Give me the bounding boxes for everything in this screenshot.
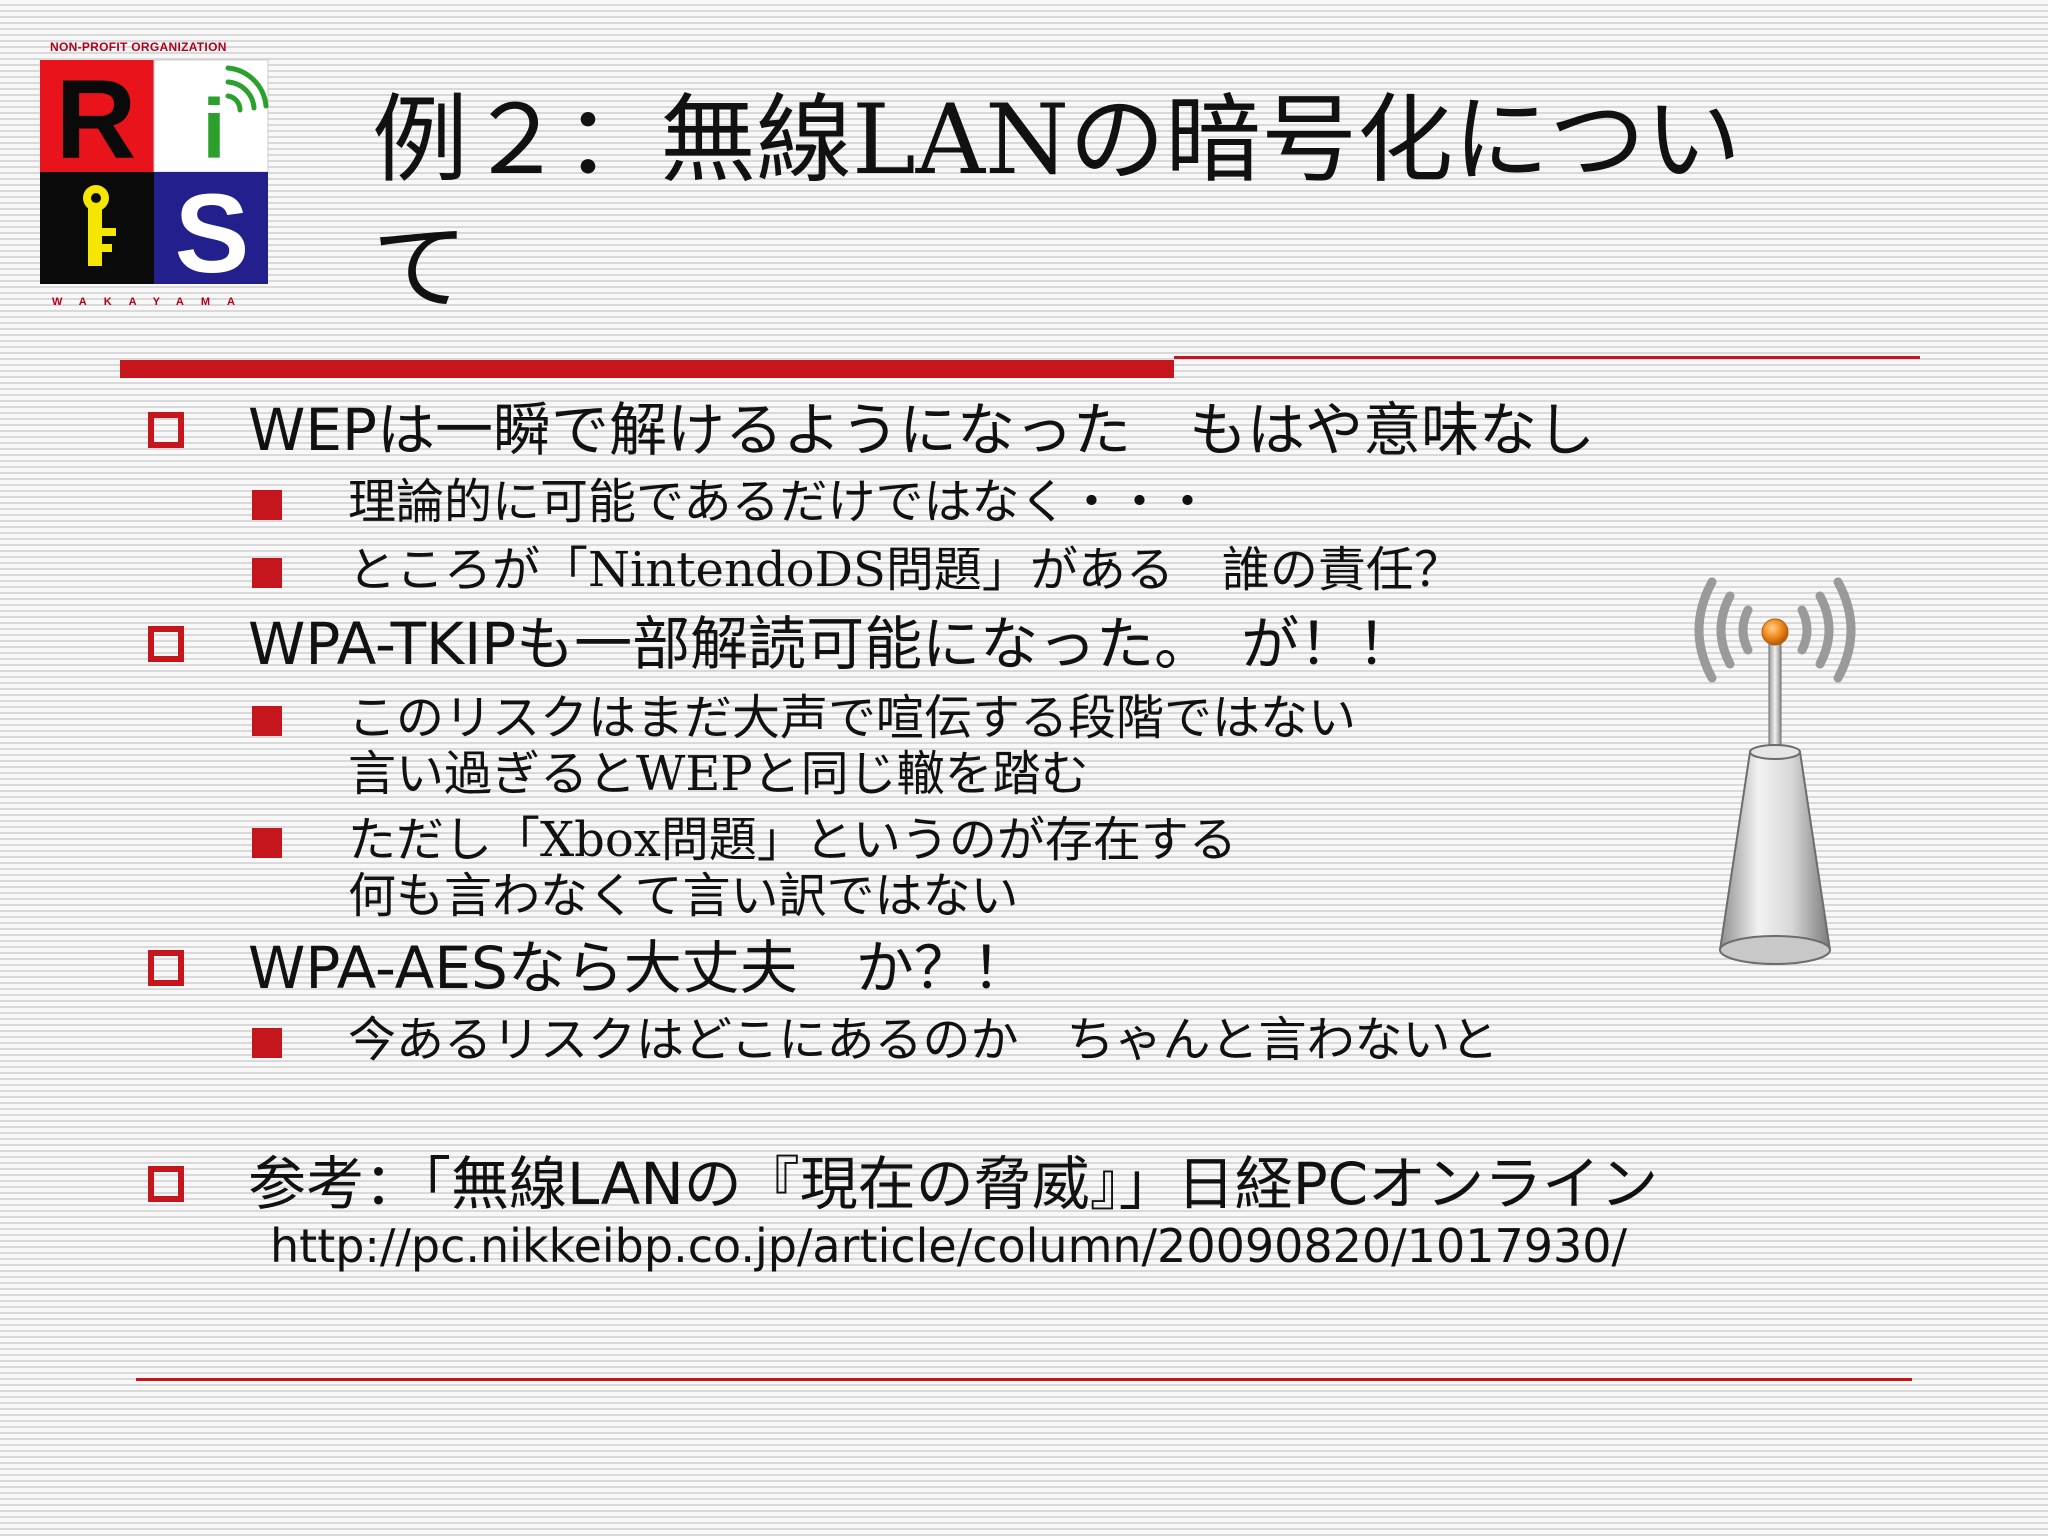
- logo-letter-i: i: [202, 82, 225, 176]
- bullet-4-text: 参考：「無線LANの『現在の脅威』」日経PCオンライン: [248, 1150, 1659, 1218]
- logo-letter-r: R: [56, 58, 137, 182]
- footer-rule: [136, 1378, 1912, 1381]
- hollow-square-bullet-icon: [148, 626, 184, 662]
- reference-url[interactable]: http://pc.nikkeibp.co.jp/article/column/…: [270, 1219, 1628, 1273]
- bullet-1-text: WEPは一瞬で解けるようになった もはや意味なし: [248, 396, 1595, 464]
- antenna-tip: [1761, 618, 1789, 646]
- logo-location-label: WAKAYAMA: [52, 296, 252, 308]
- slide-title-line1: 例２：無線LANの暗号化につい: [372, 84, 1742, 196]
- org-logo: NON-PROFIT ORGANIZATION R i S WAKAYAMA: [38, 40, 274, 312]
- title-underline-thin: [1174, 356, 1920, 359]
- bullet-1-sub-2-text: ところが「NintendoDS問題」がある 誰の責任？: [348, 542, 1462, 598]
- hollow-square-bullet-icon: [148, 950, 184, 986]
- bullet-1-sub-2: ところが「NintendoDS問題」がある 誰の責任？: [252, 542, 1462, 598]
- bullet-2-sub-2-text: ただし「Xbox問題」というのが存在する何も言わなくて言い訳ではない: [348, 812, 1237, 924]
- hollow-square-bullet-icon: [148, 1166, 184, 1202]
- bullet-2-sub-1-text: このリスクはまだ大声で喧伝する段階ではない言い過ぎるとWEPと同じ轍を踏む: [348, 690, 1357, 802]
- bullet-2: WPA-TKIPも一部解読可能になった。 が！！: [148, 610, 1415, 678]
- signal-waves-icon: [1694, 577, 1856, 683]
- antenna-body: [1718, 751, 1832, 965]
- bullet-3: WPA-AESなら大丈夫 か？！: [148, 934, 1030, 1002]
- bullet-1-sub-1: 理論的に可能であるだけではなく・・・: [252, 474, 1212, 530]
- slide-title: 例２：無線LANの暗号化につい て: [372, 76, 1932, 332]
- logo-red-block: [40, 60, 154, 172]
- logo-letter-s: S: [175, 171, 250, 294]
- filled-square-bullet-icon: [252, 1028, 282, 1058]
- logo-org-label: NON-PROFIT ORGANIZATION: [50, 40, 227, 54]
- logo-key-icon: [83, 185, 116, 266]
- logo-wave-icon: [225, 65, 269, 113]
- bullet-4: 参考：「無線LANの『現在の脅威』」日経PCオンライン: [148, 1150, 1658, 1218]
- filled-square-bullet-icon: [252, 828, 282, 858]
- bullet-1: WEPは一瞬で解けるようになった もはや意味なし: [148, 396, 1595, 464]
- logo-navy-block: [154, 172, 268, 284]
- bullet-3-sub-1-text: 今あるリスクはどこにあるのか ちゃんと言わないと: [348, 1012, 1499, 1068]
- bullet-2-sub-1: このリスクはまだ大声で喧伝する段階ではない言い過ぎるとWEPと同じ轍を踏む: [252, 690, 1356, 802]
- wireless-antenna-icon: [1694, 577, 1856, 965]
- bullet-1-sub-1-text: 理論的に可能であるだけではなく・・・: [348, 474, 1212, 530]
- filled-square-bullet-icon: [252, 558, 282, 588]
- bullet-2-text: WPA-TKIPも一部解読可能になった。 が！！: [248, 610, 1416, 678]
- bullet-3-text: WPA-AESなら大丈夫 か？！: [248, 934, 1030, 1002]
- bullet-2-sub-2: ただし「Xbox問題」というのが存在する何も言わなくて言い訳ではない: [252, 812, 1237, 924]
- bullet-3-sub-1: 今あるリスクはどこにあるのか ちゃんと言わないと: [252, 1012, 1499, 1068]
- logo-mark: R i S: [40, 58, 269, 294]
- filled-square-bullet-icon: [252, 490, 282, 520]
- slide-title-line2: て: [372, 212, 468, 324]
- title-underline-thick: [120, 360, 1174, 378]
- filled-square-bullet-icon: [252, 706, 282, 736]
- antenna-top-cap: [1749, 744, 1801, 760]
- antenna-base: [1719, 935, 1831, 965]
- hollow-square-bullet-icon: [148, 412, 184, 448]
